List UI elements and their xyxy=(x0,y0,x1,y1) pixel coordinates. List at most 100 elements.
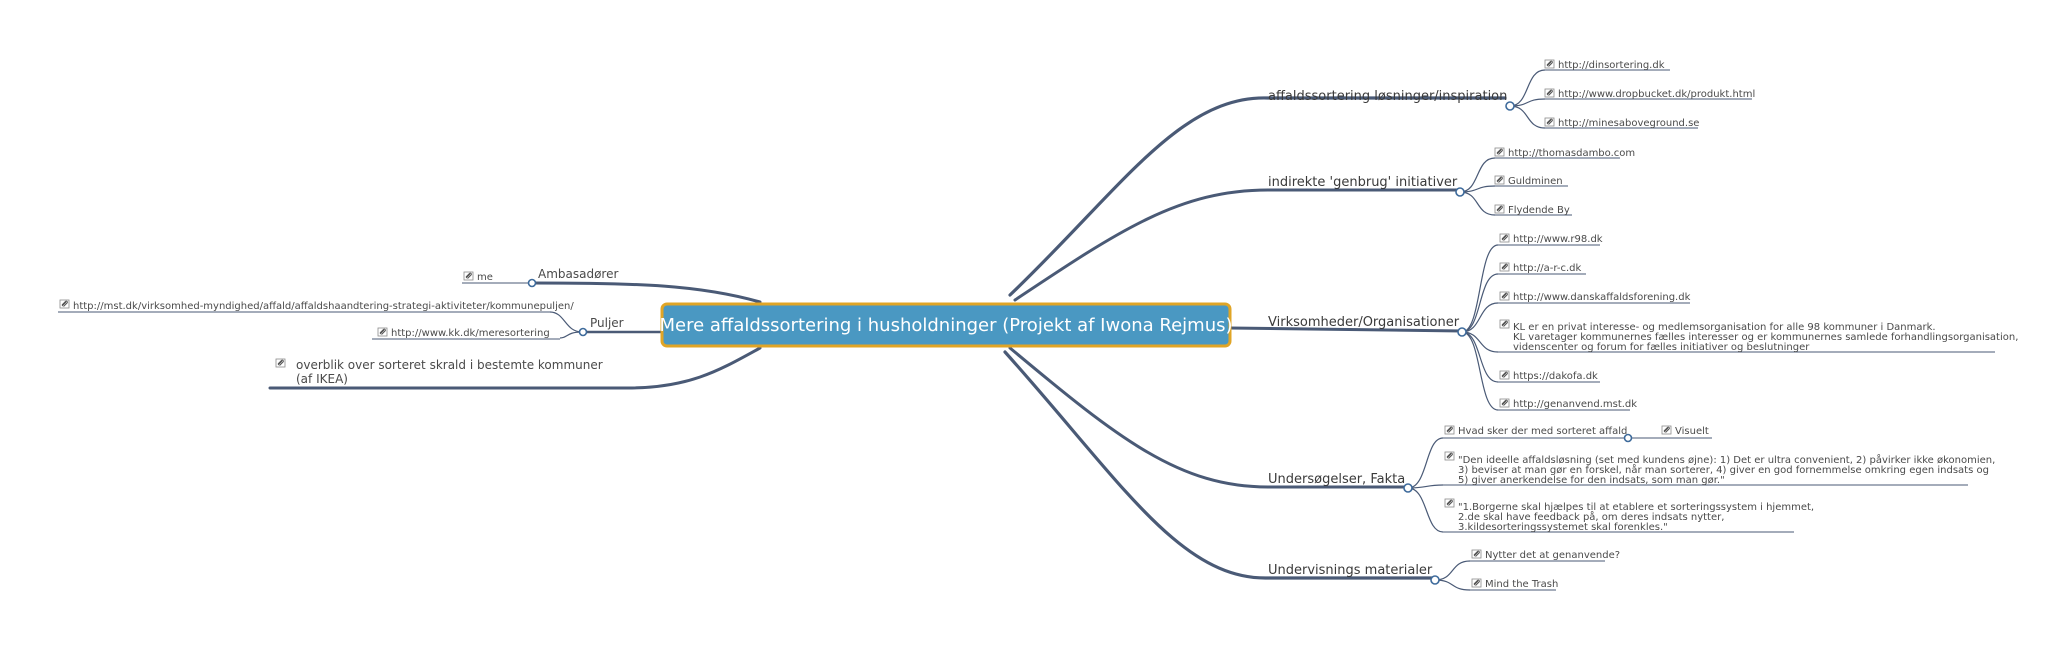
main-branches xyxy=(268,96,1507,580)
collapse-toggle[interactable] xyxy=(1623,433,1633,443)
link-dropbucket[interactable]: http://www.dropbucket.dk/produkt.html xyxy=(1558,89,1755,100)
kl-description-line: KL varetager kommunernes fælles interess… xyxy=(1513,332,2018,343)
topic-genbrug-label: indirekte 'genbrug' initiativer xyxy=(1268,175,1458,190)
link-attachment-icon[interactable] xyxy=(1661,425,1672,435)
link-attachment-icon[interactable] xyxy=(1499,398,1510,408)
link-dakofa[interactable]: https://dakofa.dk xyxy=(1513,371,1598,382)
link-danskaffaldsforening[interactable]: http://www.danskaffaldsforening.dk xyxy=(1513,292,1691,303)
link-attachment-icon[interactable] xyxy=(463,271,474,281)
branch-line-ambasadorer xyxy=(531,281,762,304)
quote-borgerne-line: 3.kildesorteringssystemet skal forenkles… xyxy=(1458,522,1668,533)
branch-line-virksomheder xyxy=(1228,326,1464,333)
link-attachment-icon[interactable] xyxy=(59,299,70,309)
link-attachment-icon[interactable] xyxy=(275,358,286,368)
branch-line-genbrug xyxy=(1013,188,1462,302)
subtopics-ambasadorer: me xyxy=(462,271,537,288)
link-attachment-icon[interactable] xyxy=(1544,88,1555,98)
link-attachment-icon[interactable] xyxy=(1494,147,1505,157)
connector xyxy=(1509,69,1546,107)
branch-line-losninger xyxy=(1008,96,1507,297)
topic-undersogelser[interactable]: Undersøgelser, Fakta xyxy=(1268,472,1405,487)
link-hvad-sker-der[interactable]: Hvad sker der med sorteret affald xyxy=(1458,426,1627,437)
link-minesaboveground[interactable]: http://minesaboveground.se xyxy=(1558,118,1699,129)
link-kk-meresortering[interactable]: http://www.kk.dk/meresortering xyxy=(391,328,550,339)
collapse-toggle[interactable] xyxy=(1430,575,1440,585)
branch-line-undersogelser xyxy=(1008,346,1410,489)
quote-ideelle-line: 3) beviser at man gør en forskel, når ma… xyxy=(1458,463,1989,476)
collapse-toggle[interactable] xyxy=(1455,187,1465,197)
quote-ideelle-line: 5) giver anerkendelse for den indsats, s… xyxy=(1458,475,1725,486)
link-attachment-icon[interactable] xyxy=(1444,498,1455,508)
quote-borgerne-line: 2.de skal have feedback på, om deres ind… xyxy=(1458,510,1724,523)
topic-genbrug[interactable]: indirekte 'genbrug' initiativer xyxy=(1268,175,1458,190)
topic-puljer[interactable]: Puljer xyxy=(590,316,624,330)
subtopics-undersogelser: Hvad sker der med sorteret affald Visuel… xyxy=(1403,425,1995,533)
quote-borgerne-line: "1.Borgerne skal hjælpes til at etablere… xyxy=(1458,502,1814,513)
link-attachment-icon[interactable] xyxy=(1471,549,1482,559)
link-dinsortering[interactable]: http://dinsortering.dk xyxy=(1558,60,1665,71)
connector xyxy=(1434,579,1471,591)
connector xyxy=(559,331,583,339)
topic-overblik-line: overblik over sorteret skrald i bestemte… xyxy=(296,358,603,372)
topic-losninger[interactable]: affaldssortering løsninger/inspiration xyxy=(1268,89,1507,104)
link-visuelt[interactable]: Visuelt xyxy=(1675,426,1709,437)
link-r98[interactable]: http://www.r98.dk xyxy=(1513,234,1603,245)
quote-ideelle-line: "Den ideelle affaldsløsning (set med kun… xyxy=(1458,453,1995,466)
root-topic[interactable]: Mere affaldssortering i husholdninger (P… xyxy=(659,302,1233,348)
link-attachment-icon[interactable] xyxy=(1499,370,1510,380)
connector xyxy=(1461,302,1499,333)
collapse-toggle[interactable] xyxy=(527,278,537,288)
link-attachment-icon[interactable] xyxy=(377,327,388,337)
link-genanvend[interactable]: http://genanvend.mst.dk xyxy=(1513,399,1637,410)
branch-line-undervisning xyxy=(1003,350,1437,580)
connector xyxy=(1407,437,1444,489)
subtopics-losninger: http://dinsortering.dk http://www.dropbu… xyxy=(1505,59,1755,129)
collapse-toggle[interactable] xyxy=(1403,483,1413,493)
topic-overblik[interactable]: overblik over sorteret skrald i bestemte… xyxy=(275,358,603,386)
topic-virksomheder-label: Virksomheder/Organisationer xyxy=(1268,315,1460,330)
topic-undervisning[interactable]: Undervisnings materialer xyxy=(1268,563,1433,578)
branch-line-overblik xyxy=(268,346,762,390)
subtopics-virksomheder: http://www.r98.dk http://a-r-c.dk http:/… xyxy=(1457,233,2018,411)
topic-undervisning-label: Undervisnings materialer xyxy=(1268,563,1433,578)
collapse-toggle[interactable] xyxy=(1505,101,1515,111)
link-flydende-by[interactable]: Flydende By xyxy=(1508,205,1570,216)
link-mind-the-trash[interactable]: Mind the Trash xyxy=(1485,579,1558,590)
root-topic-label: Mere affaldssortering i husholdninger (P… xyxy=(659,315,1232,336)
connector xyxy=(549,311,583,333)
link-nytter-det[interactable]: Nytter det at genanvende? xyxy=(1485,550,1620,561)
topic-ambasadorer[interactable]: Ambasadører xyxy=(538,267,618,281)
topic-virksomheder[interactable]: Virksomheder/Organisationer xyxy=(1268,315,1460,330)
connector xyxy=(1509,105,1546,129)
link-attachment-icon[interactable] xyxy=(1544,117,1555,127)
connector xyxy=(1461,331,1499,411)
link-attachment-icon[interactable] xyxy=(1499,291,1510,301)
link-me[interactable]: me xyxy=(477,272,493,283)
connector xyxy=(1461,331,1499,383)
connector xyxy=(1461,273,1499,333)
link-guldminen[interactable]: Guldminen xyxy=(1508,176,1563,187)
link-attachment-icon[interactable] xyxy=(1544,59,1555,69)
collapse-toggle[interactable] xyxy=(578,327,588,337)
connector xyxy=(1434,560,1471,581)
link-thomasdambo[interactable]: http://thomasdambo.com xyxy=(1508,148,1635,159)
topic-overblik-line: (af IKEA) xyxy=(296,372,348,386)
collapse-toggle[interactable] xyxy=(1457,327,1467,337)
kl-description-line: KL er en privat interesse- og medlemsorg… xyxy=(1513,322,1936,333)
link-attachment-icon[interactable] xyxy=(1494,175,1505,185)
topic-losninger-label: affaldssortering løsninger/inspiration xyxy=(1268,89,1507,104)
link-attachment-icon[interactable] xyxy=(1471,578,1482,588)
link-attachment-icon[interactable] xyxy=(1499,233,1510,243)
link-mst-kommunepuljen[interactable]: http://mst.dk/virksomhed-myndighed/affal… xyxy=(73,301,574,312)
kl-description-line: videnscenter og forum for fælles initiat… xyxy=(1513,342,1810,353)
link-arc[interactable]: http://a-r-c.dk xyxy=(1513,263,1581,274)
link-attachment-icon[interactable] xyxy=(1444,425,1455,435)
topic-puljer-label: Puljer xyxy=(590,316,624,330)
link-attachment-icon[interactable] xyxy=(1444,451,1455,461)
link-attachment-icon[interactable] xyxy=(1499,262,1510,272)
link-attachment-icon[interactable] xyxy=(1499,319,1510,329)
connector xyxy=(1461,244,1499,333)
link-attachment-icon[interactable] xyxy=(1494,204,1505,214)
subtopics-puljer: http://mst.dk/virksomhed-myndighed/affal… xyxy=(58,299,588,340)
